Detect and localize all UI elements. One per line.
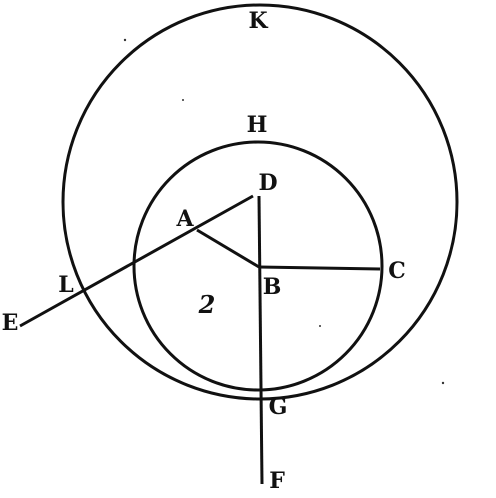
speck (441, 381, 445, 385)
speck (123, 38, 127, 42)
label-l: L (58, 272, 73, 298)
line-b-c (258, 265, 381, 271)
region-number: 2 (198, 290, 216, 319)
label-h: H (247, 112, 268, 138)
label-f: F (269, 468, 285, 494)
label-e: E (2, 310, 19, 336)
speck (182, 99, 184, 101)
label-g: G (269, 394, 288, 420)
label-d: D (258, 170, 277, 196)
label-b: B (263, 274, 282, 300)
inner-circle-h (132, 140, 384, 392)
line-e-d (19, 194, 254, 328)
line-d-f (257, 195, 264, 485)
label-k: K (248, 8, 268, 34)
line-a-b (196, 228, 260, 269)
label-a: A (175, 206, 194, 232)
speck (319, 325, 321, 327)
label-c: C (388, 258, 406, 284)
